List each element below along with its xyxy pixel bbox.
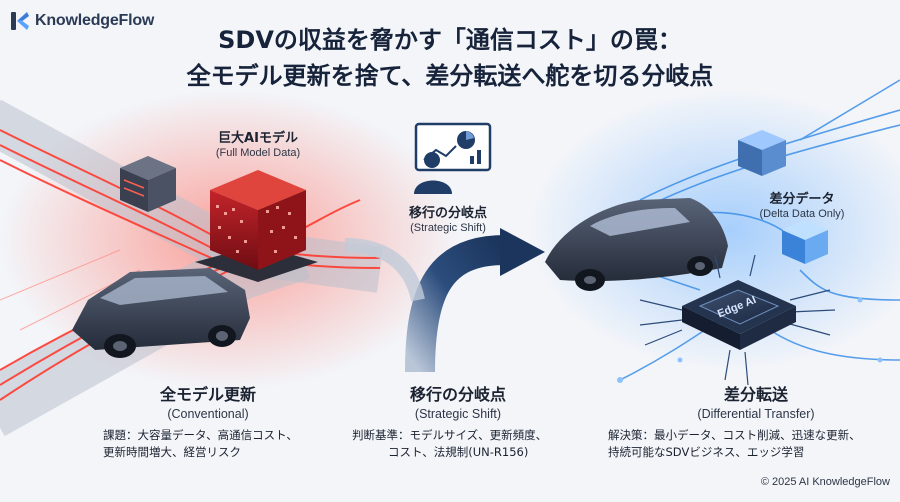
delta-data-subtitle: (Delta Data Only) xyxy=(759,208,845,220)
strategic-mid-label: 移行の分岐点 (Strategic Shift) xyxy=(388,202,508,234)
page-title-line1: SDVの収益を脅かす「通信コスト」の罠： xyxy=(218,26,682,54)
col-differential-heading: 差分転送 (Differential Transfer) xyxy=(656,381,856,421)
col-strategic-subtitle: (Strategic Shift) xyxy=(414,407,502,421)
presenter-chart-icon xyxy=(414,122,492,194)
page-title-line2: 全モデル更新を捨て、差分転送へ舵を切る分岐点 xyxy=(186,62,714,90)
car-icon-left xyxy=(72,268,250,358)
server-icon-red xyxy=(120,156,176,212)
col-differential-desc: 解決策：最小データ、コスト削減、迅速な更新、 持続可能なSDVビジネス、エッジ学… xyxy=(608,427,894,461)
strategic-mid-title: 移行の分岐点 xyxy=(408,206,487,221)
knowledgeflow-logo-icon xyxy=(11,12,29,30)
brand-logo: KnowledgeFlow xyxy=(10,8,154,34)
big-model-label: 巨大AIモデル (Full Model Data) xyxy=(198,127,318,159)
col-differential-line: 解決策：最小データ、コスト削減、迅速な更新、 xyxy=(608,428,861,442)
col-conventional-title: 全モデル更新 xyxy=(159,385,256,404)
delta-data-label: 差分データ (Delta Data Only) xyxy=(738,188,866,220)
server-icon-blue xyxy=(738,130,786,176)
strategic-mid-subtitle: (Strategic Shift) xyxy=(410,222,486,234)
col-conventional-heading: 全モデル更新 (Conventional) xyxy=(108,381,308,421)
big-model-title: 巨大AIモデル xyxy=(218,131,298,146)
differential-scene: Edge AI xyxy=(530,79,900,386)
delta-data-title: 差分データ xyxy=(769,192,835,207)
col-strategic-heading: 移行の分岐点 (Strategic Shift) xyxy=(368,381,548,421)
copyright: © 2025 AI KnowledgeFlow xyxy=(760,476,890,488)
col-conventional-line: 課題：大容量データ、高通信コスト、 xyxy=(103,428,298,442)
col-strategic-desc: 判断基準：モデルサイズ、更新頻度、 コスト、法規制(UN-R156) xyxy=(352,427,582,461)
col-strategic-line: コスト、法規制(UN-R156) xyxy=(388,445,529,459)
car-icon-right xyxy=(545,198,728,291)
edge-ai-chip: Edge AI xyxy=(639,254,836,386)
col-differential-line: 持続可能なSDVビジネス、エッジ学習 xyxy=(608,445,805,459)
brand-name: KnowledgeFlow xyxy=(35,12,155,29)
ai-model-cube xyxy=(195,170,318,282)
big-model-subtitle: (Full Model Data) xyxy=(215,147,301,159)
col-differential-title: 差分転送 xyxy=(723,385,788,404)
col-conventional-subtitle: (Conventional) xyxy=(167,407,249,421)
col-strategic-title: 移行の分岐点 xyxy=(409,385,506,404)
strategic-shift-arrow xyxy=(344,228,545,373)
col-conventional-desc: 課題：大容量データ、高通信コスト、 更新時間増大、経営リスク xyxy=(103,427,343,461)
conventional-scene xyxy=(0,90,460,437)
col-conventional-line: 更新時間増大、経営リスク xyxy=(103,445,241,459)
col-differential-subtitle: (Differential Transfer) xyxy=(697,407,815,421)
delta-data-cube xyxy=(782,220,828,264)
col-strategic-line: 判断基準：モデルサイズ、更新頻度、 xyxy=(352,428,548,442)
